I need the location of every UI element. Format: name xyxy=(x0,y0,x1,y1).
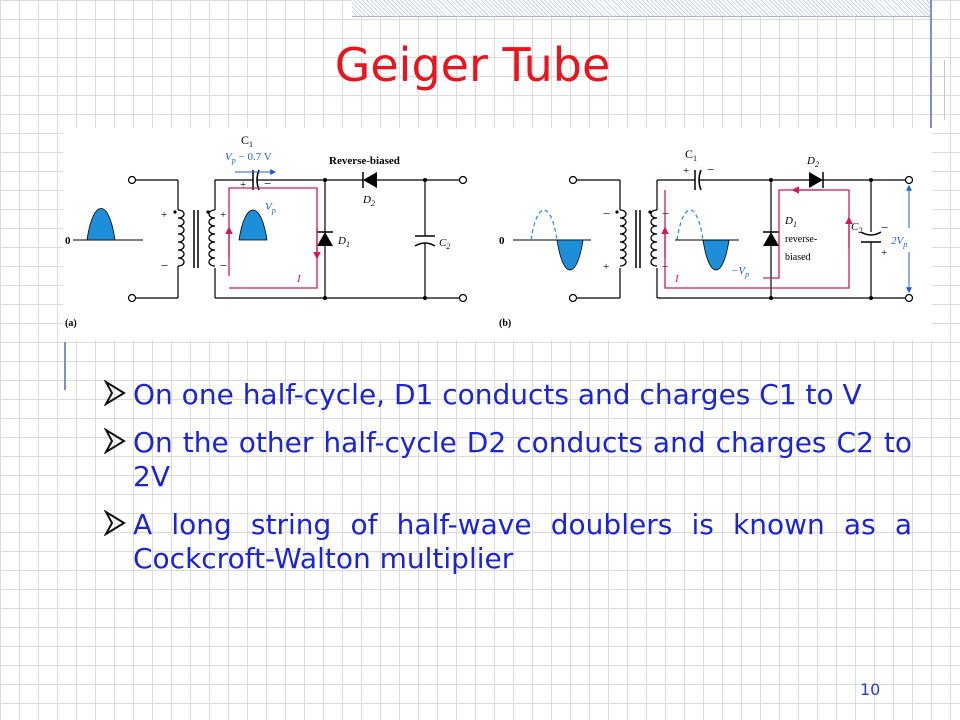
a-c1-voltage-v: V xyxy=(225,151,233,163)
a-c1-label: C xyxy=(241,133,249,147)
svg-text:−Vp: −Vp xyxy=(731,265,749,279)
arrow-bullet-icon xyxy=(104,428,126,454)
panel-a-circuit: + − + − + − xyxy=(73,169,468,303)
svg-text:−: − xyxy=(220,258,227,273)
a-d1-label: D xyxy=(337,235,346,247)
svg-text:D2: D2 xyxy=(362,194,375,208)
bullet-item: On one half-cycle, D1 conducts and charg… xyxy=(100,378,912,412)
b-d1-label: D xyxy=(784,215,793,227)
b-current-label: I xyxy=(674,273,680,285)
a-c1-voltage-rest: − 0.7 V xyxy=(236,151,272,163)
b-d2-label: D xyxy=(806,155,815,167)
bullet-text: A long string of half-wave doublers is k… xyxy=(133,508,912,575)
b-out-v: 2V xyxy=(891,235,905,247)
bullet-item: A long string of half-wave doublers is k… xyxy=(100,508,912,576)
bullet-text: On the other half-cycle D2 conducts and … xyxy=(133,426,912,493)
b-d2-sub: 2 xyxy=(815,160,819,169)
a-current-label: I xyxy=(296,273,302,285)
svg-text:−: − xyxy=(707,162,714,177)
svg-text:−: − xyxy=(662,206,669,221)
bullet-text: On one half-cycle, D1 conducts and charg… xyxy=(133,378,862,411)
b-d1-sub: 1 xyxy=(793,220,797,229)
panel-b-circuit: − + − + + − xyxy=(513,162,914,303)
svg-text:−: − xyxy=(264,176,271,191)
svg-text:Vp − 0.7 V: Vp − 0.7 V xyxy=(225,151,272,165)
svg-text:C2: C2 xyxy=(851,221,862,235)
b-d1-note-line2: biased xyxy=(785,252,811,263)
a-c2-sub: 2 xyxy=(446,242,450,251)
left-decoration-line xyxy=(64,342,66,390)
svg-text:+: + xyxy=(603,261,609,273)
svg-text:D2: D2 xyxy=(806,155,819,169)
a-c1-voltage-p: p xyxy=(231,156,236,165)
panel-b-label: (b) xyxy=(499,318,511,329)
svg-text:C1: C1 xyxy=(241,133,253,149)
b-c1-sub: 1 xyxy=(693,154,697,163)
svg-text:C1: C1 xyxy=(685,147,697,163)
a-vp-v: V xyxy=(265,201,273,213)
circuit-figure: + − + − + − xyxy=(63,128,932,340)
svg-text:+: + xyxy=(220,209,226,221)
a-vp-p: p xyxy=(271,206,276,215)
b-out-p: p xyxy=(902,240,907,249)
right-decoration-line-thin xyxy=(944,60,945,120)
svg-text:−: − xyxy=(881,220,888,235)
svg-text:Vp: Vp xyxy=(265,201,276,215)
svg-text:D1: D1 xyxy=(784,215,797,229)
svg-text:−: − xyxy=(603,206,610,221)
b-c1-label: C xyxy=(685,147,693,161)
page-number: 10 xyxy=(860,680,881,699)
b-d1-note-line1: reverse- xyxy=(785,234,817,245)
arrow-bullet-icon xyxy=(104,510,126,536)
a-d1-sub: 1 xyxy=(346,240,350,249)
svg-text:C2: C2 xyxy=(439,237,450,251)
b-c2-label: C xyxy=(851,221,859,233)
a-d2-label: D xyxy=(362,194,371,206)
b-vneg-v: −V xyxy=(731,265,746,277)
a-d2-sub: 2 xyxy=(371,199,375,208)
svg-text:+: + xyxy=(161,209,167,221)
a-c2-label: C xyxy=(439,237,447,249)
arrow-bullet-icon xyxy=(104,380,126,406)
svg-text:2Vp: 2Vp xyxy=(891,235,907,249)
svg-text:−: − xyxy=(161,258,168,273)
a-ground-label: 0 xyxy=(65,235,71,247)
svg-text:D1: D1 xyxy=(337,235,350,249)
panel-a-label: (a) xyxy=(65,318,77,329)
svg-text:+: + xyxy=(240,179,246,191)
a-c1-sub: 1 xyxy=(249,140,253,149)
a-reverse-biased-label: Reverse-biased xyxy=(329,155,400,167)
svg-text:+: + xyxy=(881,247,887,259)
bullet-list: On one half-cycle, D1 conducts and charg… xyxy=(100,378,912,590)
b-vneg-p: p xyxy=(744,270,749,279)
b-ground-label: 0 xyxy=(499,235,505,247)
slide-title: Geiger Tube xyxy=(334,38,611,92)
b-c2-sub: 2 xyxy=(858,226,862,235)
right-decoration-line xyxy=(930,0,932,128)
svg-text:+: + xyxy=(683,165,689,177)
bullet-item: On the other half-cycle D2 conducts and … xyxy=(100,426,912,494)
top-decoration xyxy=(352,0,932,17)
